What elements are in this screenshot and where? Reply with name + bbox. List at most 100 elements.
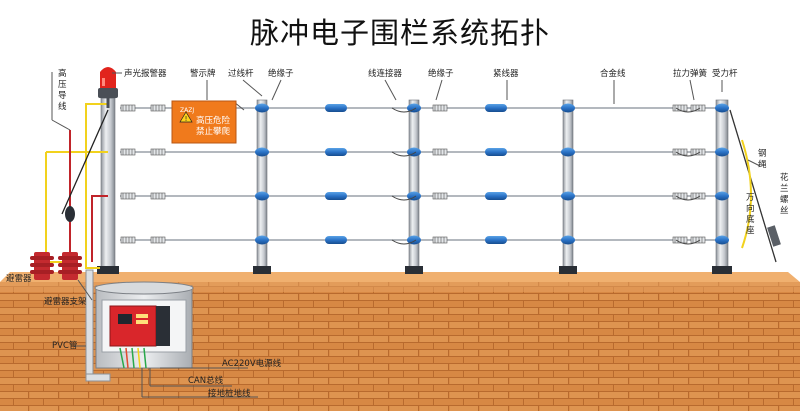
connector-158-1 <box>150 104 166 112</box>
insulator-pole-568-3 <box>561 191 575 201</box>
sign-line1: 高压危险 <box>196 115 231 126</box>
connector-128-1 <box>120 104 136 112</box>
label-crossing-pole: 过线杆 <box>228 68 254 79</box>
insulator-pole-414-4 <box>407 235 421 245</box>
pole-host <box>100 97 116 269</box>
connector-440-3 <box>432 192 448 200</box>
pole-crossing-3-base <box>559 266 577 274</box>
connector-158-3 <box>150 192 166 200</box>
connector-680-4 <box>672 236 688 244</box>
connector-158-2 <box>150 148 166 156</box>
connector-680-3 <box>672 192 688 200</box>
insulators <box>120 103 729 245</box>
label-alarm: 声光报警器 <box>124 68 167 79</box>
wire-connector-loop-3 <box>391 195 417 201</box>
wall-top-edge <box>0 272 800 282</box>
insulator-pole-262-4 <box>255 235 269 245</box>
insulator-pole-722-2 <box>715 147 729 157</box>
turnbuckle-body <box>767 225 781 247</box>
lightning-arresters <box>30 252 82 280</box>
connector-698-3 <box>690 192 706 200</box>
inline-insulator-496-4 <box>485 236 507 244</box>
steel-rope-line <box>729 109 777 263</box>
inline-insulator-496-3 <box>485 192 507 200</box>
connector-698-2 <box>690 148 706 156</box>
warning-sign: ! ZAZJ 高压危险 禁止攀爬 <box>171 100 245 144</box>
label-can-line: CAN总线 <box>188 375 224 386</box>
host-enclosure <box>94 281 194 369</box>
label-ground-line: 接地桩地线 <box>208 388 251 399</box>
inline-insulator-496-1 <box>485 104 507 112</box>
insulator-pole-568-4 <box>561 235 575 245</box>
host-unit <box>109 305 157 347</box>
spring-loop-3 <box>675 195 701 201</box>
label-ac-line: AC220V电源线 <box>222 358 282 369</box>
insulator-pole-262-2 <box>255 147 269 157</box>
label-arrester: 避雷器 <box>6 273 32 284</box>
host-side-panel <box>156 306 170 346</box>
insulator-pole-722-4 <box>715 235 729 245</box>
insulator-pole-262-1 <box>255 103 269 113</box>
arrester-1 <box>30 252 54 280</box>
inline-insulator-336-3 <box>325 192 347 200</box>
label-tightener: 紧线器 <box>493 68 519 79</box>
sign-line2: 禁止攀爬 <box>196 126 231 137</box>
insulator-pole-568-2 <box>561 147 575 157</box>
connector-680-1 <box>672 104 688 112</box>
label-steel-rope: 钢绳 <box>758 148 767 170</box>
inline-insulator-336-4 <box>325 236 347 244</box>
connector-128-4 <box>120 236 136 244</box>
wire-connector-loop-1 <box>391 107 417 113</box>
connector-680-2 <box>672 148 688 156</box>
pole-crossing-1-base <box>253 266 271 274</box>
label-universal-base: 万向底座 <box>746 193 755 236</box>
insulator-pole-722-3 <box>715 191 729 201</box>
ground-cable <box>61 109 109 215</box>
pole-force-base <box>712 266 732 274</box>
warning-triangle-icon <box>179 111 193 123</box>
label-force-pole: 受力杆 <box>712 68 738 79</box>
pole-crossing-2-base <box>405 266 423 274</box>
svg-text:!: ! <box>185 115 188 123</box>
spring-loop-4 <box>675 239 701 245</box>
component-labels: 声光报警器 警示牌 过线杆 绝缘子 线连接器 绝缘子 紧线器 合金线 拉力弹簧 … <box>6 68 789 399</box>
connector-128-2 <box>120 148 136 156</box>
label-pvc-pipe: PVC管 <box>52 340 77 351</box>
connector-158-4 <box>150 236 166 244</box>
label-arrester-bracket: 避雷器支架 <box>44 296 87 307</box>
connector-440-4 <box>432 236 448 244</box>
connector-440-2 <box>432 148 448 156</box>
label-alloy-wire: 合金线 <box>600 68 626 79</box>
red-lead <box>91 195 108 262</box>
pole-host-base <box>97 266 119 274</box>
insulator-pole-414-2 <box>407 147 421 157</box>
connector-440-1 <box>432 104 448 112</box>
label-insulator-2: 绝缘子 <box>428 68 454 79</box>
connector-698-1 <box>690 104 706 112</box>
label-wire-connector: 线连接器 <box>368 68 403 79</box>
insulator-pole-262-3 <box>255 191 269 201</box>
insulator-pole-414-1 <box>407 103 421 113</box>
insulator-pole-414-3 <box>407 191 421 201</box>
underground-lines <box>141 367 258 398</box>
inline-insulator-336-2 <box>325 148 347 156</box>
lead-wires <box>45 103 781 269</box>
page-title: 脉冲电子围栏系统拓扑 <box>249 16 550 50</box>
yellow-lead <box>85 103 108 240</box>
connector-128-3 <box>120 192 136 200</box>
spring-loop-2 <box>675 151 701 157</box>
wire-connector-loop-2 <box>391 151 417 157</box>
fence-poles <box>97 89 732 274</box>
inline-insulator-496-2 <box>485 148 507 156</box>
pvc-pipe <box>85 269 111 382</box>
label-turnbuckle: 花兰螺丝 <box>780 172 789 216</box>
label-tension-spring: 拉力弹簧 <box>673 68 708 79</box>
sound-light-alarm <box>98 67 118 108</box>
wire-connector-loop-4 <box>391 239 417 245</box>
inline-insulator-336-1 <box>325 104 347 112</box>
label-warning-sign: 警示牌 <box>190 68 216 79</box>
spring-loop-1 <box>675 107 701 113</box>
sign-brand: ZAZJ <box>180 107 194 114</box>
